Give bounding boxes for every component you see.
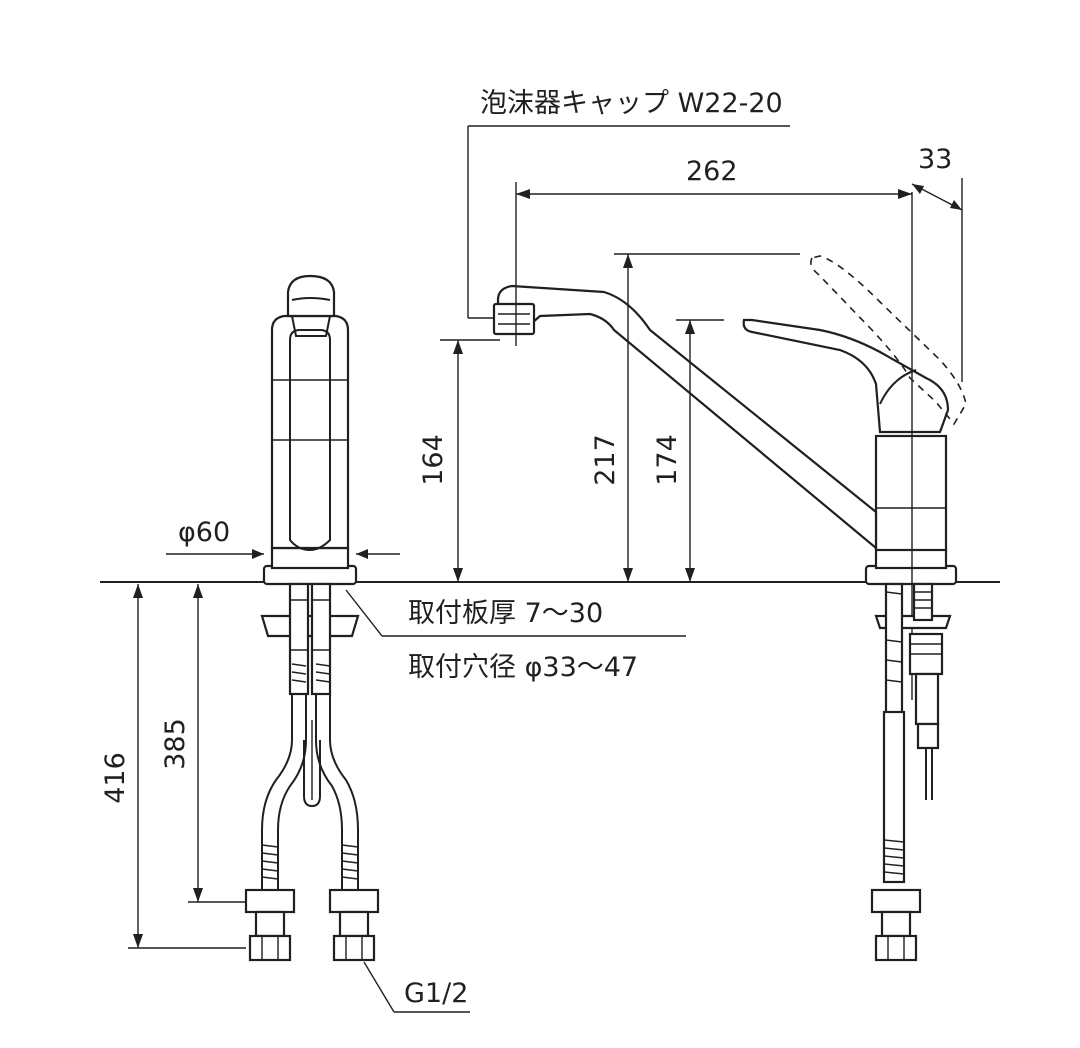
- label-thread: G1/2: [404, 978, 468, 1009]
- dimension-phi60: φ60: [166, 517, 400, 559]
- dimension-217-label: 217: [590, 434, 621, 486]
- dimension-174-label: 174: [652, 434, 683, 486]
- dimension-262-label: 262: [686, 156, 738, 187]
- front-view: [244, 274, 380, 962]
- dimension-385: 385: [160, 584, 246, 903]
- dimension-33: 33: [911, 144, 963, 382]
- dimension-164: 164: [418, 339, 500, 582]
- label-plate-thickness: 取付板厚 7～30: [408, 598, 603, 629]
- dimension-164-label: 164: [418, 434, 449, 486]
- label-mount-hole: 取付穴径 φ33～47: [408, 652, 638, 683]
- dimension-33-label: 33: [918, 144, 952, 175]
- leader-aerator-cap: 泡沫器キャップ W22-20: [467, 88, 790, 319]
- leader-thread: G1/2: [363, 961, 470, 1013]
- dimension-174: 174: [652, 319, 724, 582]
- label-aerator-cap: 泡沫器キャップ W22-20: [480, 88, 783, 119]
- dimension-385-label: 385: [160, 718, 191, 770]
- dimension-217: 217: [590, 253, 800, 582]
- dimension-416: 416: [100, 584, 246, 949]
- dimension-phi60-label: φ60: [178, 517, 230, 548]
- dimension-416-label: 416: [100, 752, 131, 804]
- dimension-262: 262: [515, 156, 912, 346]
- leader-plate-thickness: 取付板厚 7～30 取付穴径 φ33～47: [345, 589, 686, 683]
- side-view: [492, 192, 967, 962]
